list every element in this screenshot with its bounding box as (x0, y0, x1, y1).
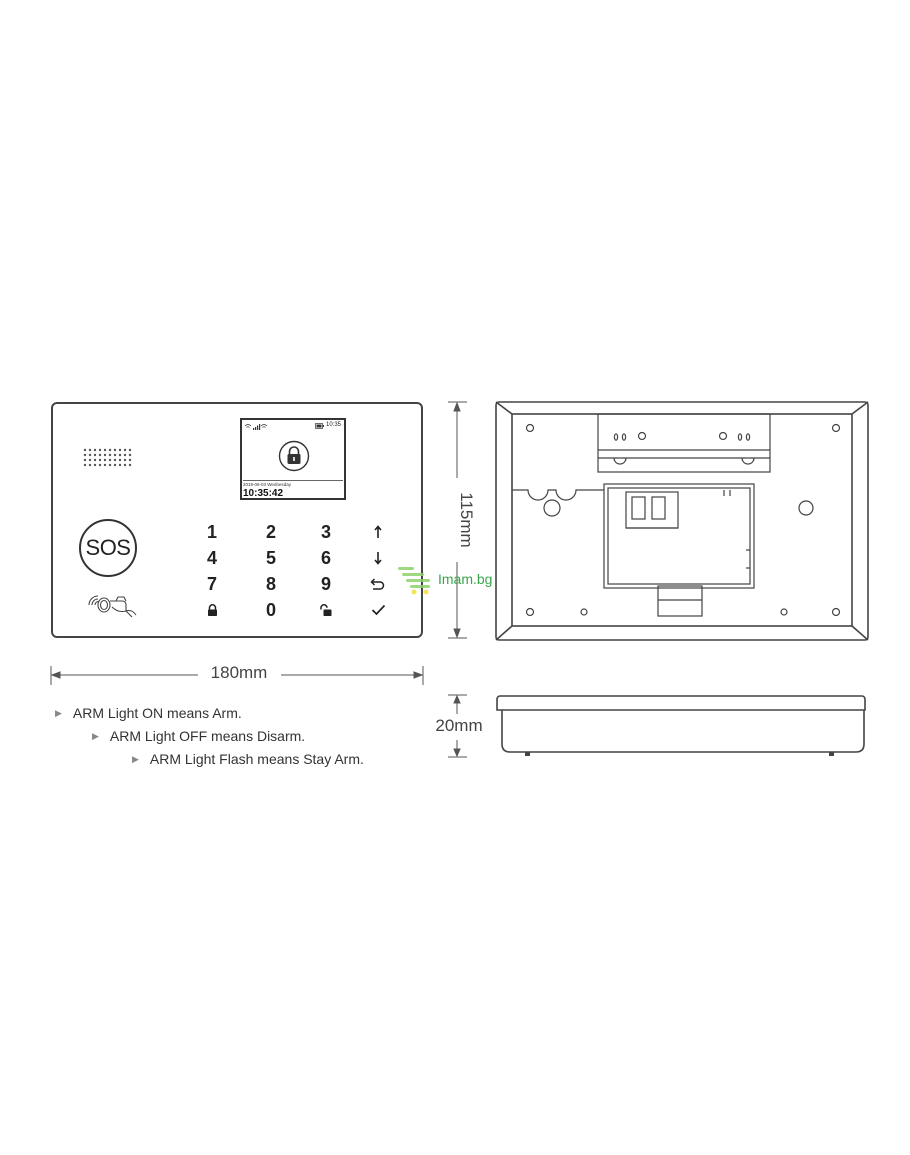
bullet-triangle-icon: ▶ (132, 753, 139, 764)
watermark-text: Imam.bg (438, 571, 493, 587)
key-6[interactable]: 6 (320, 547, 331, 568)
lcd-status-time: 10:35 (325, 422, 341, 428)
lcd-status-bar: 10:35 (243, 421, 343, 432)
bullet-triangle-icon: ▶ (55, 707, 62, 718)
watermark: Imam.bg (396, 563, 526, 597)
shopping-cart-icon (398, 567, 430, 595)
key-7[interactable]: 7 (206, 573, 217, 594)
note-arm-off: ▶ ARM Light OFF means Disarm. (92, 728, 305, 744)
note-arm-flash: ▶ ARM Light Flash means Stay Arm. (132, 751, 364, 767)
bullet-triangle-icon: ▶ (92, 730, 99, 741)
note-arm-on: ▶ ARM Light ON means Arm. (55, 705, 242, 721)
lcd-date: 2019-06-03 Wednesday (243, 482, 291, 487)
key-3[interactable]: 3 (320, 521, 331, 542)
check-icon (371, 604, 385, 616)
key-4[interactable]: 4 (206, 547, 217, 568)
back-icon (370, 578, 385, 590)
key-5[interactable]: 5 (265, 547, 276, 568)
depth-dimension-label: 20mm (435, 716, 483, 735)
key-1[interactable]: 1 (206, 521, 217, 542)
back-key[interactable] (363, 572, 393, 596)
key-8[interactable]: 8 (265, 573, 276, 594)
width-dimension-label: 180mm (210, 663, 268, 682)
battery-icon (315, 423, 324, 429)
up-key[interactable] (363, 520, 393, 544)
note-text: ARM Light ON means Arm. (72, 705, 242, 721)
height-dimension-label: 115mm (457, 492, 476, 548)
side-view-drawing (496, 695, 866, 756)
disarm-key[interactable] (311, 598, 341, 622)
key-2[interactable]: 2 (265, 521, 276, 542)
lcd-clock: 10:35:42 (243, 488, 284, 499)
arm-key[interactable] (197, 598, 227, 622)
arrow-down-icon (374, 552, 382, 565)
speaker-grille (83, 448, 132, 467)
arrow-up-icon (374, 525, 382, 538)
lcd-divider (243, 480, 343, 481)
confirm-key[interactable] (363, 598, 393, 622)
key-9[interactable]: 9 (320, 573, 331, 594)
note-text: ARM Light Flash means Stay Arm. (149, 751, 364, 767)
signal-wifi-icon (244, 424, 268, 430)
sos-button[interactable]: SOS (79, 519, 137, 577)
key-0[interactable]: 0 (265, 599, 276, 620)
down-key[interactable] (363, 546, 393, 570)
back-view-drawing (495, 401, 869, 641)
lock-open-icon (320, 604, 332, 616)
rfid-card-icon (88, 595, 137, 618)
lock-closed-icon (207, 604, 217, 616)
lock-icon (278, 440, 310, 472)
note-text: ARM Light OFF means Disarm. (109, 728, 306, 744)
